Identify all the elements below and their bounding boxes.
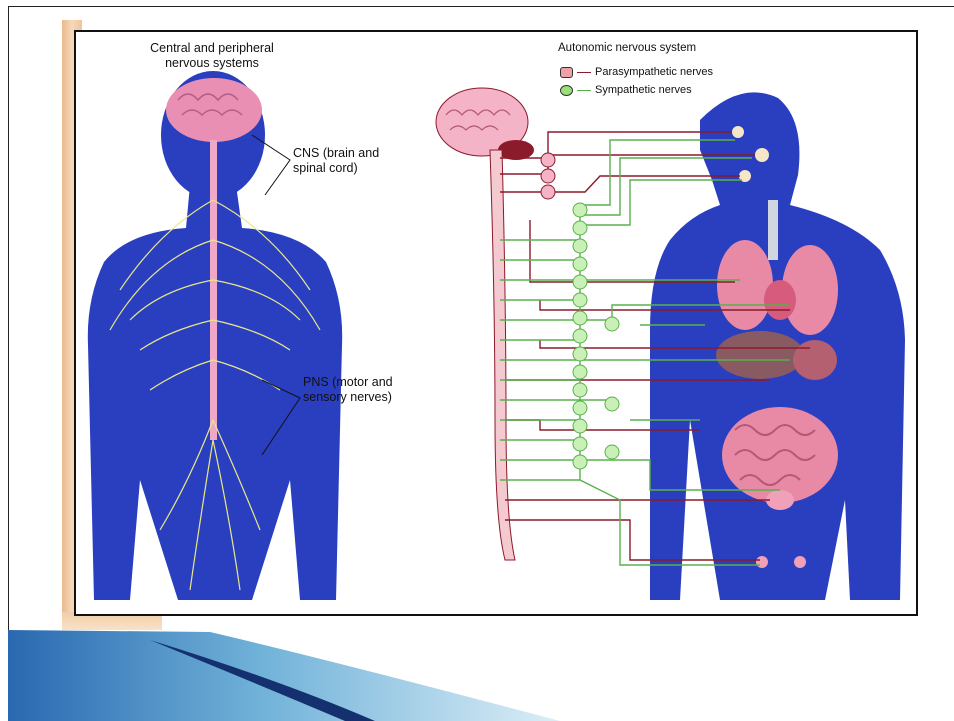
left-brain <box>166 78 262 142</box>
cns-label-line2: spinal cord) <box>293 161 379 176</box>
sympathetic-swatch <box>560 85 573 96</box>
left-title-line2: nervous systems <box>112 56 312 71</box>
parasympathetic-swatch <box>560 67 573 78</box>
pns-label: PNS (motor and sensory nerves) <box>303 375 393 405</box>
cns-label-line1: CNS (brain and <box>293 146 379 161</box>
cns-label: CNS (brain and spinal cord) <box>293 146 379 176</box>
left-title: Central and peripheral nervous systems <box>112 41 312 71</box>
legend-parasympathetic: Parasympathetic nerves <box>560 66 713 78</box>
pns-label-line2: sensory nerves) <box>303 390 393 405</box>
right-title: Autonomic nervous system <box>558 41 696 56</box>
legend-sympathetic: Sympathetic nerves <box>560 84 692 96</box>
left-title-line1: Central and peripheral <box>112 41 312 56</box>
pns-label-line1: PNS (motor and <box>303 375 393 390</box>
left-spinal-cord <box>210 140 217 440</box>
sympathetic-ganglia <box>573 203 619 469</box>
autonomic-spinal-cord <box>490 150 515 560</box>
parasympathetic-ganglia <box>541 153 555 199</box>
legend-sympathetic-label: Sympathetic nerves <box>595 84 692 96</box>
autonomic-brain <box>436 88 534 160</box>
legend-parasympathetic-label: Parasympathetic nerves <box>595 66 713 78</box>
